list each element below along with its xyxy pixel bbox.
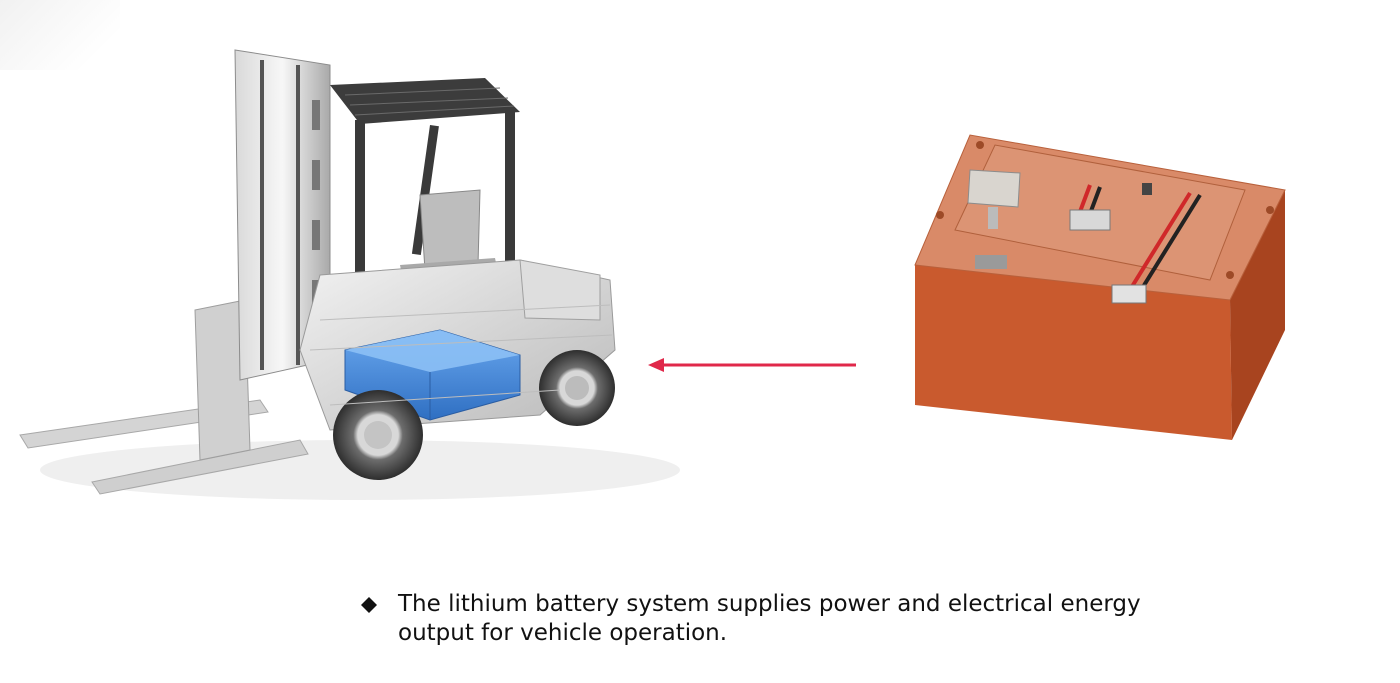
fork-carriage (194, 299, 251, 461)
caption: The lithium battery system supplies powe… (358, 590, 1218, 648)
diamond-bullet-icon (361, 597, 377, 613)
forklift-illustration (19, 49, 680, 500)
battery-side-face (1230, 190, 1285, 440)
battery-front-face (915, 265, 1232, 440)
battery-pack-illustration (914, 134, 1286, 440)
arrow-left-icon (648, 358, 856, 372)
operator-seat (419, 189, 481, 271)
cable-connector (1111, 284, 1147, 304)
cable-connector (1069, 209, 1111, 231)
overhead-guard-roof (330, 78, 520, 124)
caption-text: The lithium battery system supplies powe… (398, 591, 1141, 646)
connector-box (967, 169, 1021, 208)
background-smudge (0, 0, 120, 70)
